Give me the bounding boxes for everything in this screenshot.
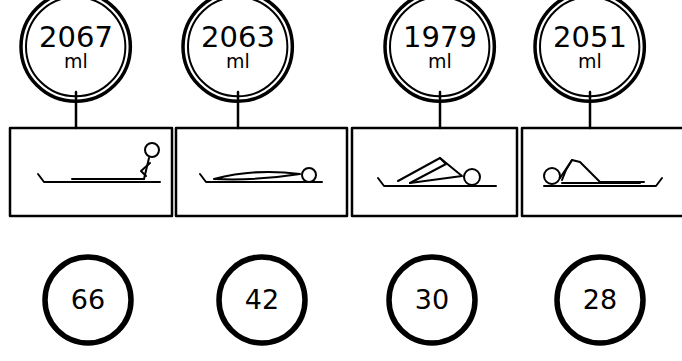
volume-value: 1979: [403, 22, 477, 52]
value-number: 28: [583, 286, 617, 314]
circle-outline: [385, 0, 494, 102]
posture-panel: [352, 128, 517, 216]
value-circle: 66: [42, 254, 134, 346]
value-number: 30: [415, 286, 449, 314]
circle-outline: [535, 0, 644, 102]
circle-outline: [389, 257, 475, 343]
volume-unit: ml: [64, 52, 88, 72]
volume-unit: ml: [428, 52, 452, 72]
circle-outline: [390, 0, 489, 97]
circle-outline: [219, 257, 305, 343]
circle-outline: [45, 257, 131, 343]
knees-up-figure: [378, 158, 496, 186]
circle-outline: [557, 257, 643, 343]
volume-unit: ml: [578, 52, 602, 72]
value-circle: 30: [386, 254, 478, 346]
volume-circle: 2063ml: [181, 0, 294, 104]
posture-panel: [176, 128, 347, 216]
volume-circle: 2067ml: [19, 0, 132, 104]
volume-circle: 1979ml: [383, 0, 496, 104]
circle-outline: [183, 0, 292, 102]
value-number: 42: [245, 286, 279, 314]
circle-outline: [21, 0, 130, 102]
knees-up-figure: [544, 160, 662, 186]
volume-unit: ml: [226, 52, 250, 72]
value-circle: 42: [216, 254, 308, 346]
circle-outline: [188, 0, 287, 97]
circle-outline: [26, 0, 125, 97]
circle-outline: [540, 0, 639, 97]
supine-figure: [200, 168, 322, 182]
volume-value: 2063: [201, 22, 275, 52]
volume-value: 2067: [39, 22, 113, 52]
posture-panel: [522, 128, 682, 216]
volume-circle: 2051ml: [533, 0, 646, 104]
value-circle: 28: [554, 254, 646, 346]
posture-panel: [10, 128, 172, 216]
value-number: 66: [71, 286, 105, 314]
sitting-figure: [38, 143, 160, 182]
volume-value: 2051: [553, 22, 627, 52]
